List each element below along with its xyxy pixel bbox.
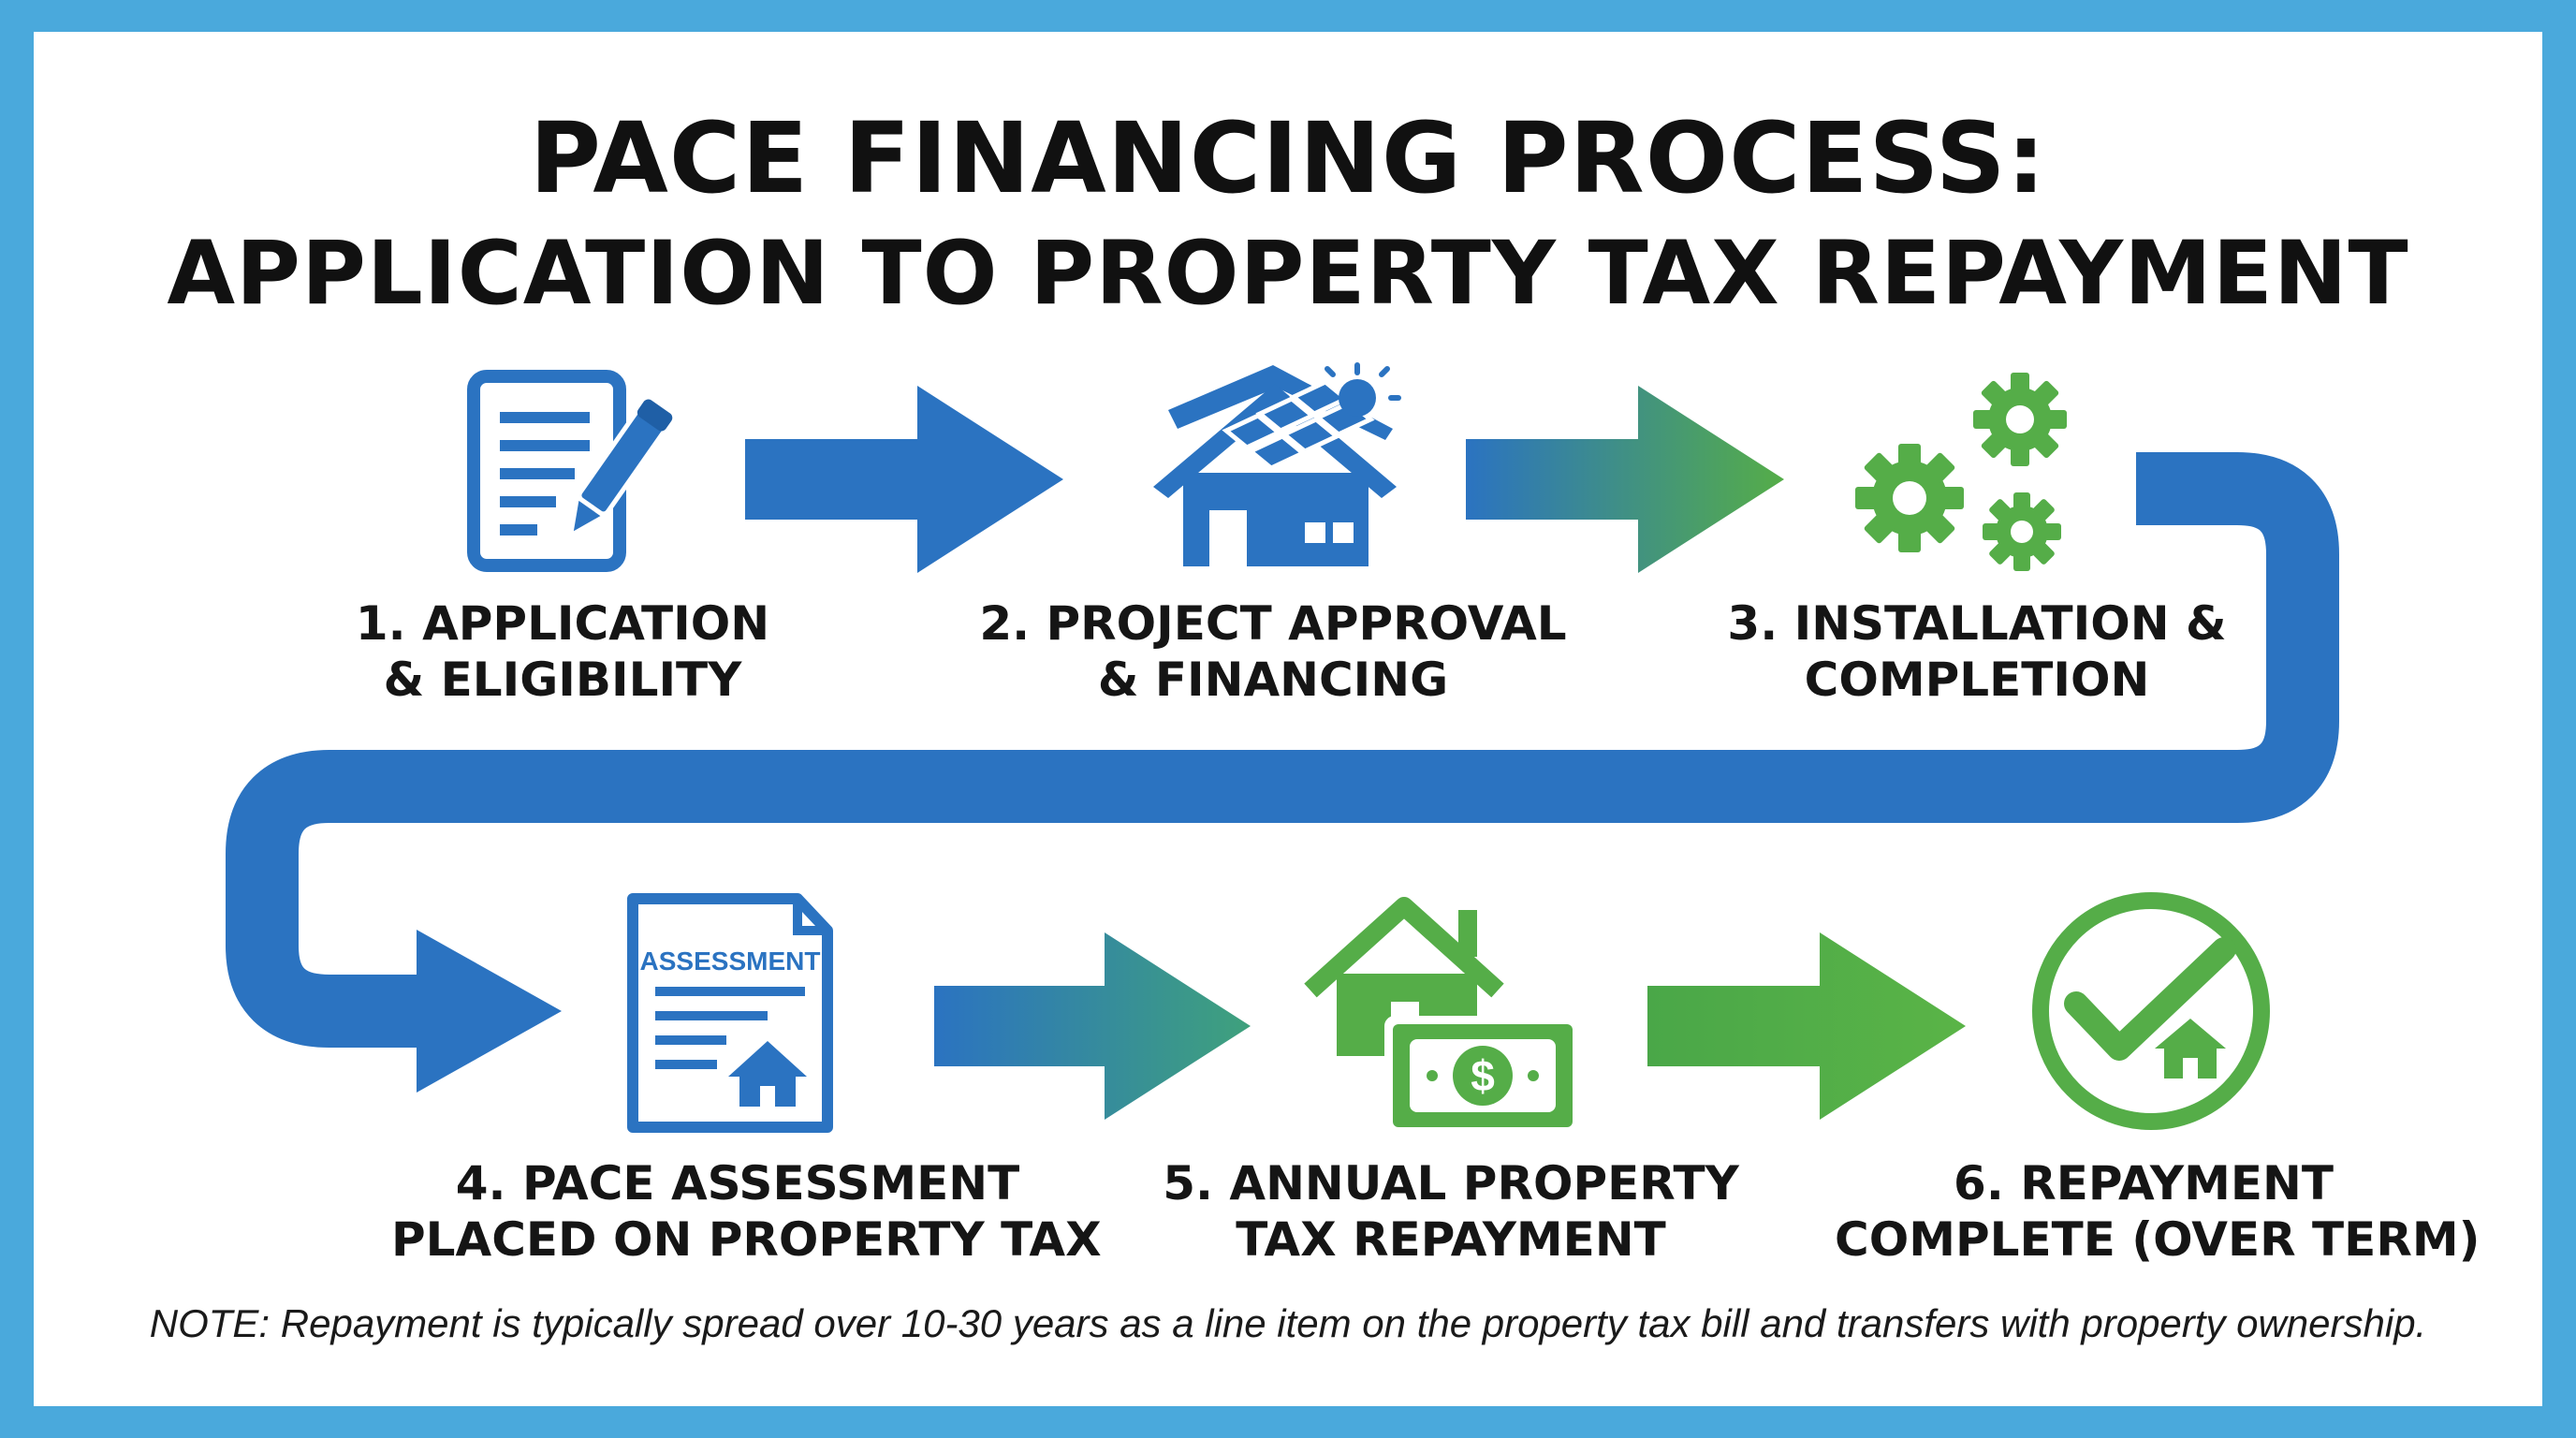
step-2-label: 2. PROJECT APPROVAL& FINANCING (979, 596, 1567, 707)
arrow-1-2 (745, 386, 1063, 573)
connector-path (226, 452, 2339, 1048)
diagram-frame (34, 32, 2542, 1406)
gears-icon (1855, 373, 2067, 571)
footnote: NOTE: Repayment is typically spread over… (149, 1301, 2427, 1345)
checkmark-house-icon (2032, 892, 2270, 1130)
step-3-label: 3. INSTALLATION &COMPLETION (1727, 596, 2227, 707)
assessment-icon-text: ASSESSMENT (640, 946, 821, 976)
arrow-5-6 (1647, 932, 1966, 1120)
assessment-document-icon: ASSESSMENT (627, 893, 833, 1133)
house-money-icon: $ (1304, 897, 1581, 1136)
dollar-sign-text: $ (1471, 1051, 1495, 1100)
title-line-2: APPLICATION TO PROPERTY TAX REPAYMENT (167, 223, 2409, 325)
step-1-label: 1. APPLICATION& ELIGIBILITY (355, 596, 770, 707)
connector-arrow-head (417, 930, 562, 1093)
arrow-2-3 (1466, 386, 1784, 573)
solar-house-icon (1153, 362, 1401, 566)
arrow-4-5 (934, 932, 1251, 1120)
title-line-1: PACE FINANCING PROCESS: (529, 101, 2047, 215)
application-document-pen-icon (467, 370, 675, 572)
